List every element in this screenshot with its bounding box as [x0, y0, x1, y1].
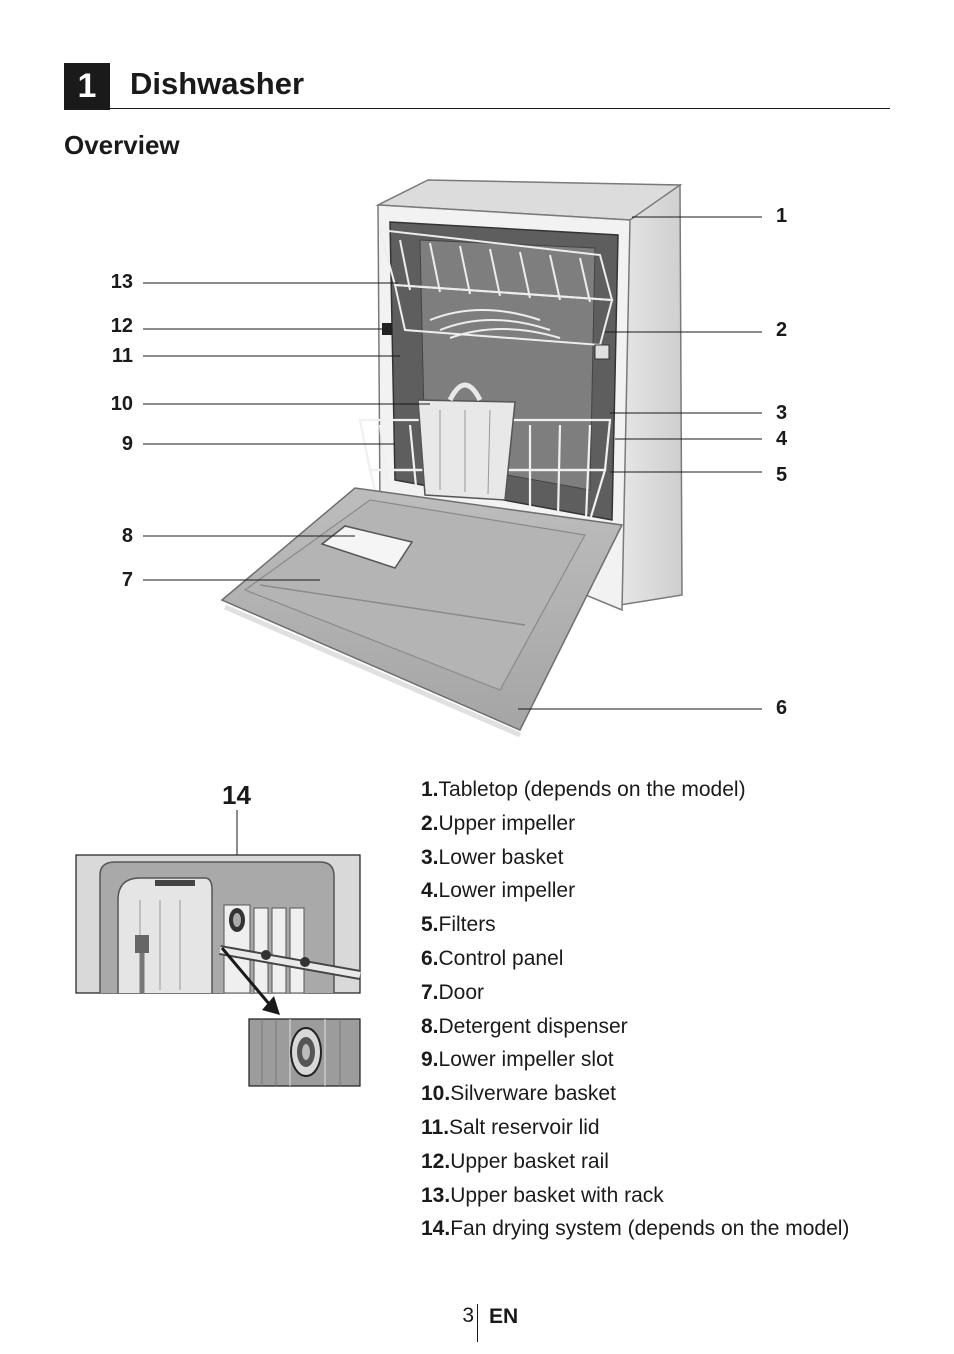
callout-14: 14 [222, 780, 251, 810]
page-number: 3 [462, 1304, 474, 1327]
chapter-rule [110, 108, 890, 109]
chapter-title: Dishwasher [130, 66, 305, 101]
language-code: EN [489, 1305, 519, 1328]
legend-item: 4.Lower impeller [421, 879, 576, 903]
leader-lines-right [518, 216, 762, 710]
legend-item: 5.Filters [421, 913, 496, 937]
callout-8: 8 [121, 525, 133, 547]
callout-7: 7 [121, 569, 133, 591]
legend-item: 8.Detergent dispenser [421, 1014, 628, 1038]
callout-2: 2 [776, 319, 788, 341]
legend-item: 12.Upper basket rail [421, 1149, 609, 1173]
callout-5: 5 [776, 464, 788, 486]
fan-drying-inset [75, 810, 361, 1087]
callout-1: 1 [776, 205, 788, 227]
footer-divider [477, 1304, 478, 1342]
callout-11: 11 [111, 345, 133, 367]
upper-basket [378, 228, 614, 347]
legend-item: 14.Fan drying system (depends on the mod… [421, 1217, 850, 1241]
callout-9: 9 [121, 433, 133, 455]
callout-13: 13 [110, 271, 133, 293]
legend-item: 13.Upper basket with rack [421, 1183, 664, 1207]
leader-lines-left [143, 282, 430, 581]
upper-impeller [594, 344, 610, 360]
callout-10: 10 [110, 393, 133, 415]
legend-item: 11.Salt reservoir lid [421, 1115, 600, 1139]
legend-item: 10.Silverware basket [421, 1082, 616, 1106]
legend-item: 6.Control panel [421, 946, 564, 970]
chapter-number-box: 1 [64, 63, 110, 110]
parts-legend: 1.Tabletop (depends on the model) 2.Uppe… [421, 773, 849, 1246]
callout-3: 3 [776, 402, 788, 424]
legend-item: 7.Door [421, 980, 485, 1004]
silverware-basket [417, 382, 516, 501]
legend-item: 3.Lower basket [421, 845, 564, 869]
section-title: Overview [64, 130, 180, 160]
legend-item: 9.Lower impeller slot [421, 1048, 614, 1072]
callout-12: 12 [110, 315, 133, 337]
legend-item: 2.Upper impeller [421, 811, 576, 835]
upper-basket-rail [382, 323, 392, 335]
callout-4: 4 [776, 428, 788, 450]
legend-item: 1.Tabletop (depends on the model) [421, 778, 746, 801]
callout-6: 6 [776, 697, 788, 719]
